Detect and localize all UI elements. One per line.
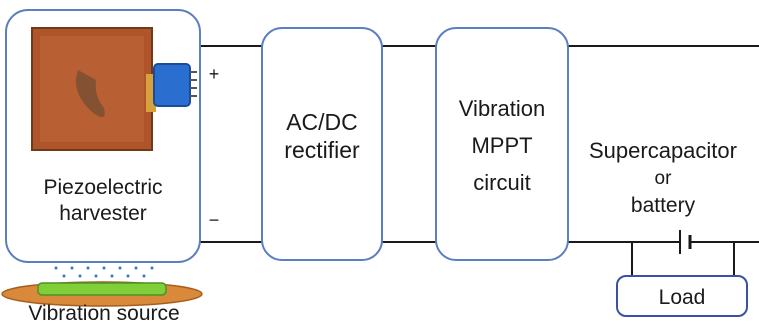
wires xyxy=(200,45,759,276)
vibration-source-block: Vibration source xyxy=(1,266,203,324)
mppt-label-line2: MPPT xyxy=(471,133,532,158)
load-label: Load xyxy=(659,286,706,309)
vibration-dot xyxy=(70,266,74,270)
vibration-dot xyxy=(102,266,106,270)
vibration-dot xyxy=(86,266,90,270)
vibration-dot xyxy=(78,274,82,278)
rectifier-label-line2: rectifier xyxy=(284,137,360,163)
vibration-dot xyxy=(126,274,130,278)
vibration-source-top xyxy=(37,282,167,296)
storage-labels: Supercapacitor or battery xyxy=(589,138,737,217)
piezoelectric-harvester-block: Piezoelectric harvester xyxy=(5,9,201,263)
mppt-label-line3: circuit xyxy=(473,170,530,195)
vibration-source-label: Vibration source xyxy=(28,302,179,324)
mppt-block: Vibration MPPT circuit xyxy=(435,27,569,261)
storage-label-line2: or xyxy=(655,168,673,189)
load-block: Load xyxy=(616,275,748,317)
vibration-dot xyxy=(134,266,138,270)
vibration-dot xyxy=(62,274,66,278)
vibration-dot xyxy=(150,266,154,270)
vibration-dot xyxy=(118,266,122,270)
piezo-gold-strip xyxy=(146,74,156,112)
storage-label-line3: battery xyxy=(631,194,696,217)
piezo-device-image xyxy=(31,27,197,151)
vibration-dot xyxy=(142,274,146,278)
minus-terminal-label: − xyxy=(209,210,220,230)
vibration-dot xyxy=(94,274,98,278)
piezo-electrode-pattern xyxy=(75,70,105,118)
piezo-connector xyxy=(153,63,191,107)
harvester-label-line1: Piezoelectric xyxy=(43,176,162,199)
mppt-label-line1: Vibration xyxy=(459,96,545,121)
vibration-dot xyxy=(110,274,114,278)
storage-label-line1: Supercapacitor xyxy=(589,138,737,163)
connector-pins xyxy=(190,71,197,97)
harvester-label-line2: harvester xyxy=(59,202,147,225)
rectifier-label-line1: AC/DC xyxy=(286,109,358,135)
plus-terminal-label: + xyxy=(209,64,220,84)
vibration-dots xyxy=(54,266,154,278)
load-box xyxy=(616,275,748,317)
battery-symbol xyxy=(679,230,692,254)
vibration-dot xyxy=(54,266,58,270)
mppt-box xyxy=(435,27,569,261)
rectifier-block: AC/DC rectifier xyxy=(261,27,383,261)
rectifier-box xyxy=(261,27,383,261)
